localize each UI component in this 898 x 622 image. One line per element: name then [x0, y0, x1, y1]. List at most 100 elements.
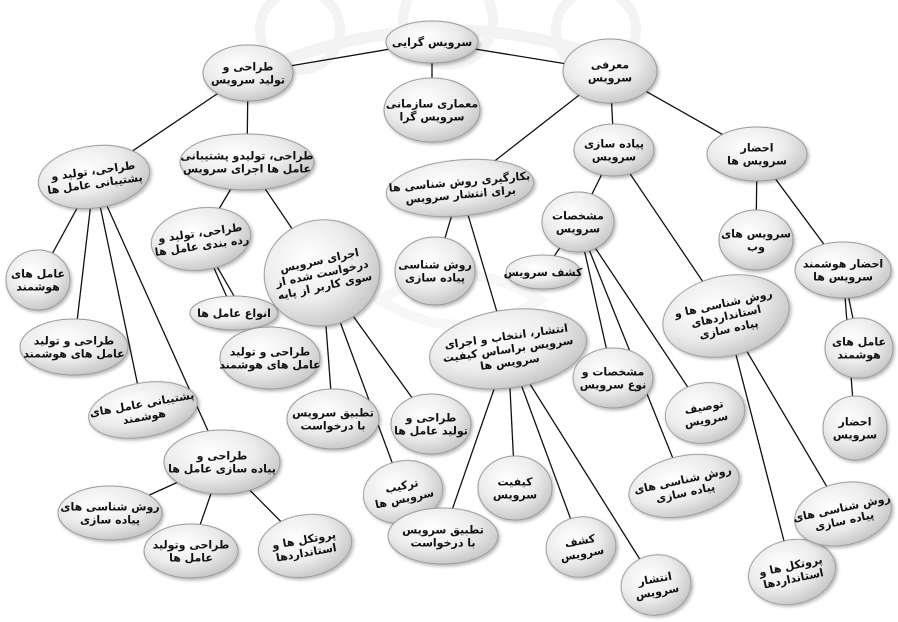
node-label: عامل های هوشمند: [219, 359, 320, 372]
node-label: هوشمند: [837, 349, 881, 362]
node-label: طراحی، تولیدو پشتیبانی: [181, 150, 314, 163]
node-bubble: [88, 381, 198, 439]
node-bubble: [477, 455, 553, 521]
node-bubble: [385, 20, 479, 64]
node-label: عامل ها: [169, 552, 213, 565]
node-bubble: [150, 207, 252, 271]
node-label: هوشمند: [16, 281, 60, 294]
node-label: مشخصات: [552, 210, 604, 223]
node-label: سرویس ها: [813, 271, 873, 284]
node-bubble: [383, 77, 481, 143]
concept-node: طراحی وتولید عامل ها: [390, 393, 472, 455]
node-label: کشف: [564, 532, 597, 550]
node-label: احضار: [740, 142, 774, 155]
node-label: سرویس: [493, 489, 537, 502]
node-label: پیاده سازی: [405, 272, 465, 285]
node-bubble: [541, 191, 615, 253]
node-label: طراحی وتولید: [153, 539, 230, 552]
connector-edge: [507, 348, 657, 586]
concept-node: انواع عامل ها: [189, 295, 279, 331]
node-label: روش شناسی های: [60, 501, 159, 514]
node-label: مشخصات و: [581, 366, 645, 379]
connector-edge: [93, 176, 223, 463]
concept-node: کشف سرویس: [504, 254, 583, 290]
node-label: تولید سرویس: [211, 74, 285, 87]
node-bubble: [822, 395, 888, 461]
connector-edge: [725, 315, 793, 573]
node-bubble: [505, 254, 581, 290]
node-label: معماری سازمانی: [386, 98, 478, 111]
node-label: عامل های: [11, 268, 65, 281]
node-label: پیاده سازی: [584, 138, 644, 151]
node-bubble: [718, 209, 794, 271]
node-bubble: [747, 538, 837, 606]
node-label: پیاده سازی عامل ها: [168, 463, 276, 476]
node-bubble: [664, 382, 746, 444]
node-label: عامل های هوشمند: [23, 348, 124, 361]
node-label: احضار: [838, 416, 872, 429]
node-bubble: [573, 123, 655, 177]
node-label: نوع سرویس: [580, 379, 647, 392]
node-bubble: [387, 507, 499, 565]
node-label: طراحی و تولید: [230, 346, 311, 359]
node-label: سرویس: [592, 151, 636, 164]
node-bubble: [824, 317, 894, 379]
node-bubble: [385, 158, 535, 218]
node-label: طراحی و: [222, 61, 274, 74]
node-bubble: [179, 133, 315, 191]
node-label: طراحی و تولید: [34, 335, 115, 348]
node-bubble: [628, 453, 740, 519]
node-bubble: [620, 554, 692, 616]
node-bubble: [545, 516, 617, 578]
node-label: انتشار: [636, 570, 673, 589]
node-label: با درخواست: [410, 537, 475, 550]
node-label: کیفیت: [498, 476, 534, 489]
node-bubble: [429, 308, 587, 390]
node-bubble: [202, 44, 294, 102]
node-label: انواع عامل ها: [197, 307, 271, 320]
node-bubble: [794, 481, 892, 547]
node-label: سرویس: [556, 223, 600, 236]
node-bubble: [19, 318, 129, 376]
node-label: سرویس: [833, 429, 877, 442]
node-bubble: [5, 249, 71, 311]
node-label: عامل ها اجرای سرویس: [183, 163, 311, 176]
node-label: روش شناسی: [398, 259, 472, 272]
node-label: طراحی و: [405, 412, 457, 425]
node-label: پیاده سازی: [80, 514, 140, 527]
node-bubble: [257, 513, 353, 579]
node-bubble: [57, 485, 163, 541]
node-bubble: [189, 295, 279, 331]
node-label: سرویس ها: [727, 155, 787, 168]
connector-edge: [577, 221, 706, 414]
node-label: سرویس: [588, 72, 632, 85]
node-bubble: [143, 523, 239, 579]
